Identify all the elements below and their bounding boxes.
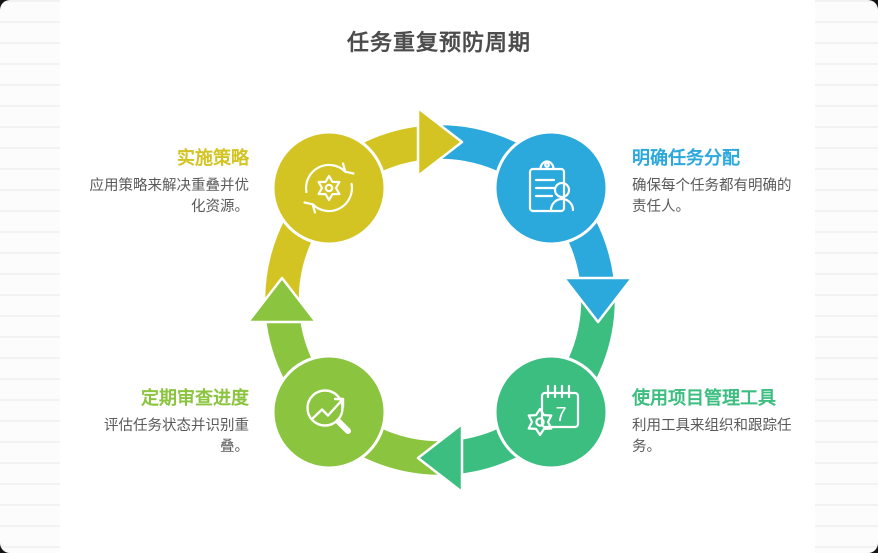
calendar-day-number: 7 xyxy=(555,404,566,426)
step-circle-bottom-left xyxy=(271,354,387,470)
step-description: 利用工具来组织和跟踪任务。 xyxy=(632,418,792,455)
page-title: 任务重复预防周期 xyxy=(346,30,531,55)
step-title: 使用项目管理工具 xyxy=(632,388,776,408)
search-trend-icon xyxy=(306,389,351,434)
step-implement-strategy: 实施策略 应用策略来解决重叠并优化资源。 xyxy=(37,146,250,218)
step-use-pm-tools: 使用项目管理工具 利用工具来组织和跟踪任务。 xyxy=(632,386,844,458)
step-circle-top-left xyxy=(271,130,387,246)
step-assign-tasks: 明确任务分配 确保每个任务都有明确的责任人。 xyxy=(632,146,844,218)
step-title: 定期审查进度 xyxy=(141,388,249,408)
cycle-arrowhead-blue xyxy=(562,276,634,324)
calendar-gear-icon: 7 xyxy=(527,384,580,437)
clipboard-person-icon xyxy=(528,160,575,213)
gear-glyph xyxy=(527,407,553,437)
step-description: 确保每个任务都有明确的责任人。 xyxy=(632,178,792,215)
step-description: 应用策略来解决重叠并优化资源。 xyxy=(89,178,250,215)
step-description: 评估任务状态并识别重叠。 xyxy=(104,418,249,455)
step-title: 实施策略 xyxy=(177,148,249,168)
cycle-arrowhead-lime xyxy=(246,276,318,324)
step-review-progress: 定期审查进度 评估任务状态并识别重叠。 xyxy=(37,386,249,458)
sync-gear-icon xyxy=(303,162,355,214)
cycle-arrowhead-yellow xyxy=(416,106,464,178)
person-glyph xyxy=(549,181,575,212)
step-title: 明确任务分配 xyxy=(632,148,740,168)
gear-glyph xyxy=(317,174,341,202)
step-circle-bottom-right xyxy=(493,354,609,470)
cycle-arrowhead-green xyxy=(416,422,464,494)
